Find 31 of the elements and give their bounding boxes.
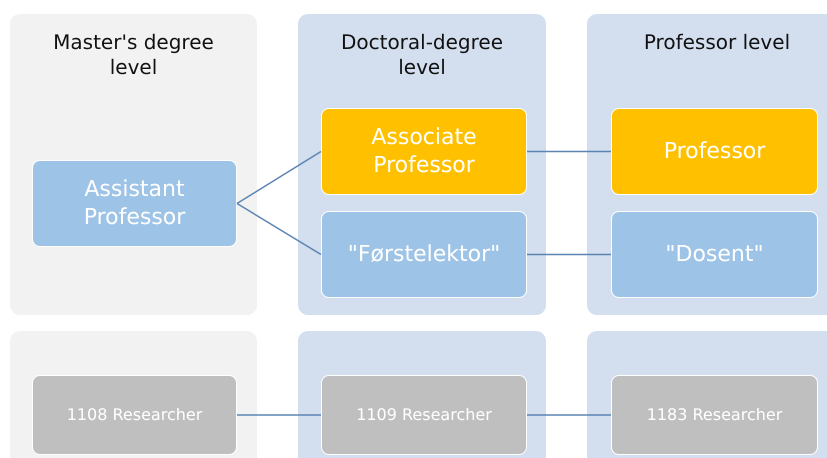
position-box <box>611 375 818 455</box>
connector-line <box>527 150 611 152</box>
connector-line <box>236 150 322 204</box>
position-title: "Dosent" <box>664 240 765 268</box>
level-heading: Master's degree level <box>52 30 215 80</box>
level-panel <box>587 14 827 315</box>
position-title: "Førstelektor" <box>346 240 502 268</box>
position-title: Associate Professor <box>370 124 478 179</box>
level-heading: Doctoral-degree level <box>340 30 504 80</box>
level-panel <box>298 14 546 315</box>
position-title: 1109 Researcher <box>355 405 493 425</box>
position-title: 1183 Researcher <box>646 405 784 425</box>
position-box <box>611 211 818 298</box>
connector-line <box>237 414 321 416</box>
position-box <box>321 108 527 195</box>
level-panel <box>10 14 257 315</box>
level-heading: Professor level <box>642 30 792 55</box>
position-title: Professor <box>662 138 766 166</box>
position-box <box>321 375 527 455</box>
position-box <box>32 160 237 247</box>
connector-line <box>236 202 322 256</box>
connector-line <box>527 254 611 256</box>
empty-panel <box>10 331 257 458</box>
position-title: 1108 Researcher <box>66 405 204 425</box>
empty-panel <box>587 331 827 458</box>
position-box <box>611 108 818 195</box>
connector-line <box>527 414 611 416</box>
position-box <box>321 211 527 298</box>
empty-panel <box>298 331 546 458</box>
position-box <box>32 375 237 455</box>
position-title: Assistant Professor <box>82 176 186 231</box>
